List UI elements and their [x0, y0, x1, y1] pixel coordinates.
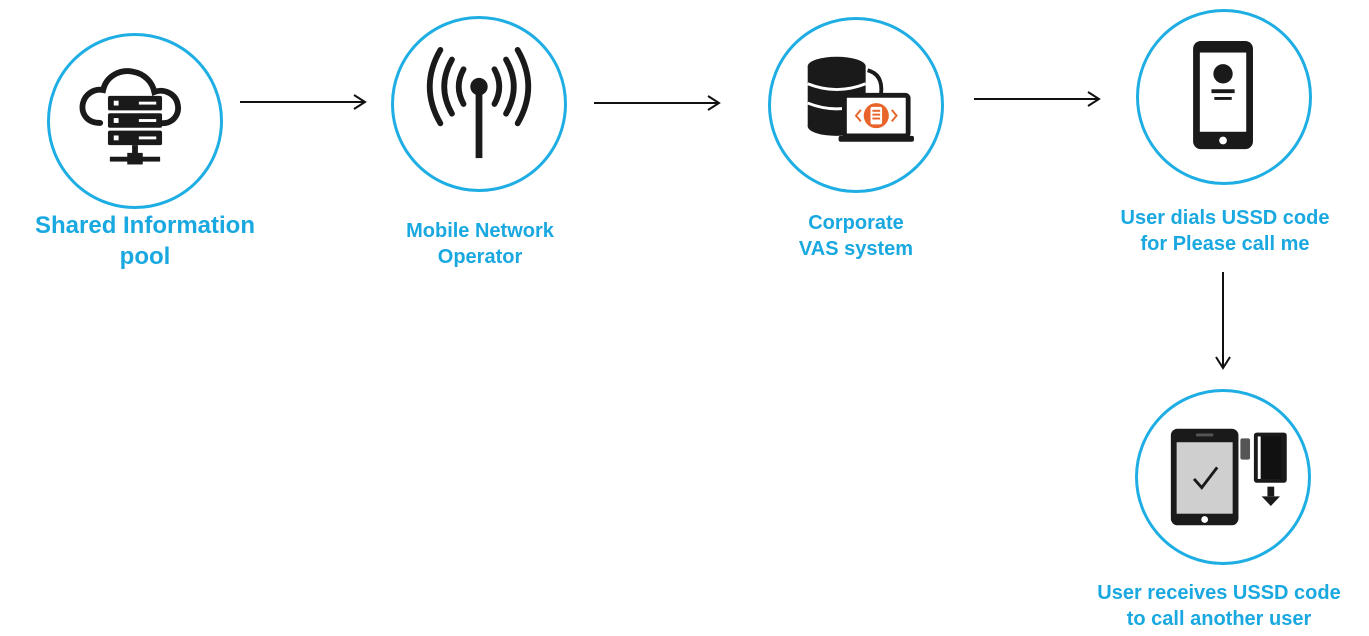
antenna-signal-icon [426, 47, 532, 159]
user-dials-ussd-node [1136, 9, 1312, 185]
label-line: Operator [437, 246, 523, 268]
user-receives-ussd-label: User receives USSD code to call another … [1069, 580, 1369, 632]
mobile-network-operator-node [391, 16, 567, 192]
label-line: User receives USSD code [1097, 582, 1341, 604]
connector-arrow-4 [1215, 272, 1231, 370]
connector-arrow-1 [240, 94, 367, 110]
mobile-network-operator-label: Mobile Network Operator [355, 218, 605, 270]
tablet-check-icon [1170, 428, 1287, 526]
label-line: User dials USSD code [1120, 207, 1330, 229]
connector-arrow-3 [974, 91, 1101, 107]
corporate-vas-system-label: Corporate VAS system [736, 210, 976, 262]
user-receives-ussd-node [1135, 389, 1311, 565]
database-laptop-icon [807, 56, 914, 142]
label-line: Shared Information [34, 212, 256, 239]
label-line: Mobile Network [406, 220, 554, 242]
label-line: VAS system [798, 238, 914, 260]
label-line: for Please call me [1140, 233, 1310, 255]
label-line: pool [119, 243, 171, 271]
smartphone-user-icon [1193, 40, 1253, 150]
shared-information-pool-label: Shared Information pool [15, 210, 275, 272]
label-line: Corporate [808, 212, 904, 234]
label-line: to call another user [1126, 608, 1312, 630]
user-dials-ussd-label: User dials USSD code for Please call me [1080, 205, 1369, 257]
shared-information-pool-node [47, 33, 223, 209]
corporate-vas-system-node [768, 17, 944, 193]
connector-arrow-2 [594, 95, 721, 111]
cloud-server-icon [79, 68, 181, 165]
